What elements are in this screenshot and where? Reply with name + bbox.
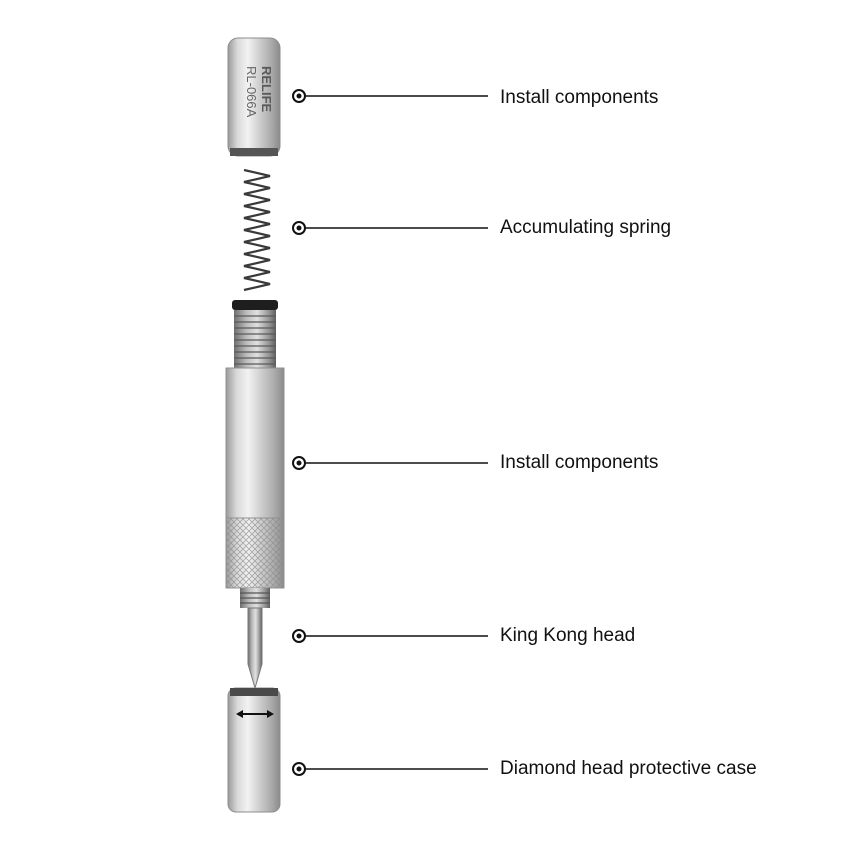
brand-logo-text: RELIFE <box>259 66 274 113</box>
callout-label-diamond-head-case: Diamond head protective case <box>500 758 757 779</box>
top-cap <box>227 37 281 157</box>
spring <box>243 168 271 292</box>
model-number-text: RL-066A <box>244 66 259 118</box>
knurled-grip <box>225 517 285 589</box>
callout-label-install-components-top: Install components <box>500 87 659 108</box>
king-kong-tip <box>247 607 263 690</box>
threaded-section <box>234 310 276 368</box>
callout-label-king-kong-head: King Kong head <box>500 625 636 646</box>
cap-engraving: RELIFE RL-066A <box>244 66 274 118</box>
protective-case <box>227 687 281 813</box>
double-arrow-icon <box>236 710 274 718</box>
main-body <box>225 367 285 519</box>
callout-1 <box>292 89 488 103</box>
callout-4 <box>292 629 488 643</box>
callout-label-accumulating-spring: Accumulating spring <box>500 217 672 238</box>
callout-3 <box>292 456 488 470</box>
neck-thread <box>240 588 270 608</box>
callout-label-install-components-body: Install components <box>500 452 659 473</box>
top-cap-rim <box>230 148 278 156</box>
o-ring <box>232 300 278 310</box>
callout-2 <box>292 221 488 235</box>
callout-5 <box>292 762 488 776</box>
